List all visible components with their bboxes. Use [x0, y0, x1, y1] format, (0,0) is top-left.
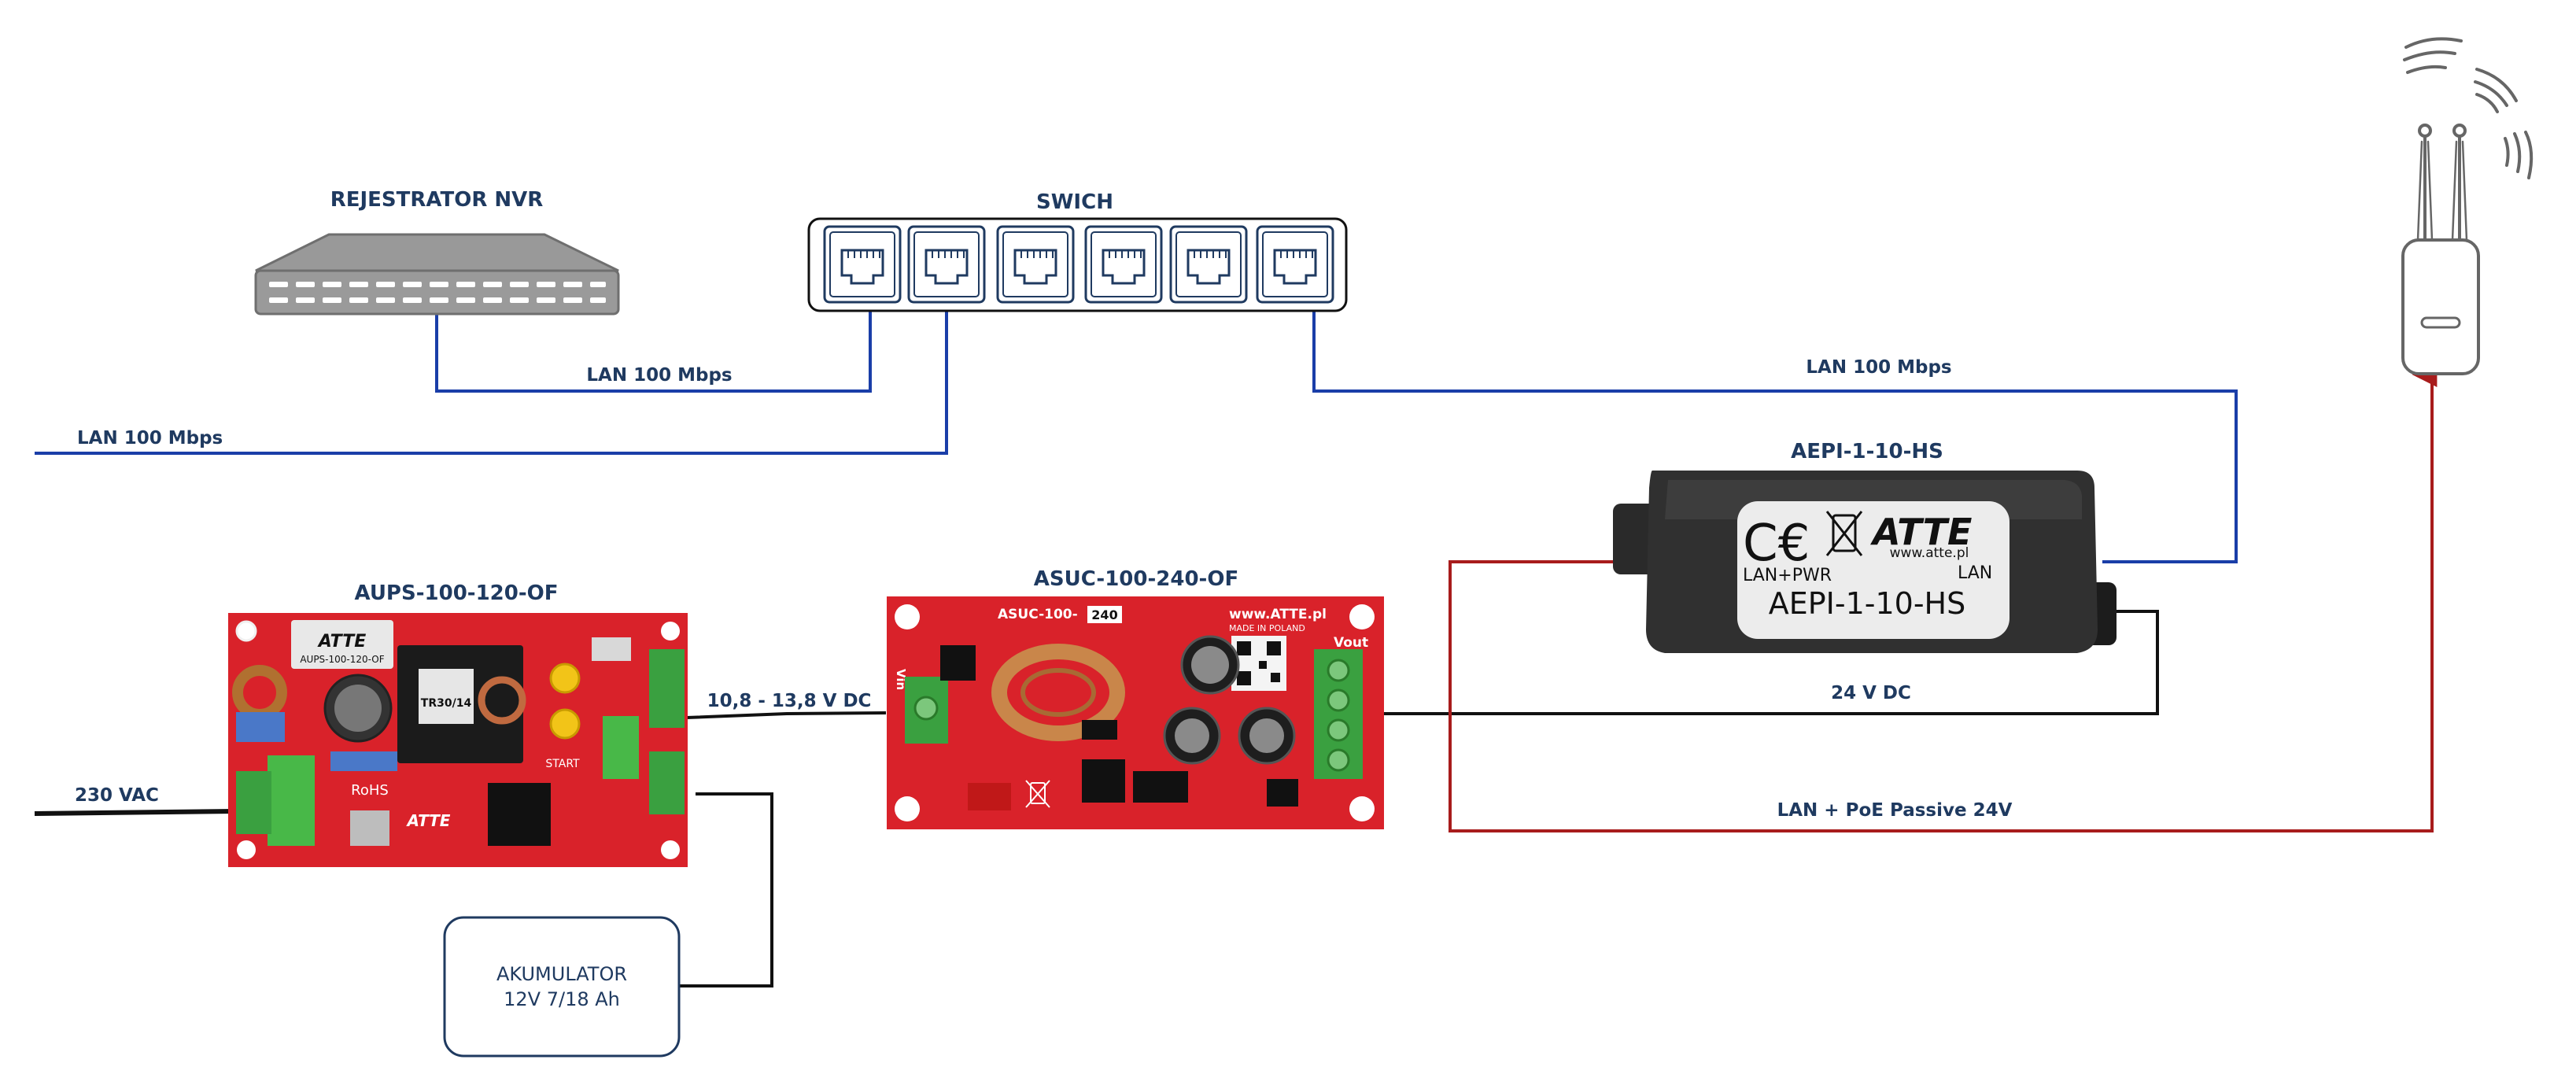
battery-box: AKUMULATOR 12V 7/18 Ah: [443, 916, 681, 1058]
access-point-led: [2420, 316, 2461, 329]
network-switch: SWICH: [807, 190, 1348, 312]
label-lan-switch-aepi: LAN 100 Mbps: [1806, 357, 1951, 378]
label-conv-aepi: 24 V DC: [1831, 683, 1911, 703]
switch-port-2: [907, 225, 986, 304]
link-lines: [34, 309, 2438, 987]
aepi-port-left-label: LAN+PWR: [1743, 566, 1832, 585]
ce-mark-icon: C€: [1743, 515, 1810, 573]
asuc-pcb-vin: Vin: [894, 669, 908, 690]
aups-pcb-brand: ATTE: [317, 632, 366, 652]
asuc-pcb-url: www.ATTE.pl: [1229, 607, 1327, 622]
label-lan-uplink: LAN 100 Mbps: [77, 428, 223, 449]
power-line-mains: [34, 809, 235, 816]
asuc-pcb-made: MADE IN POLAND: [1229, 623, 1305, 633]
aups-board: AUPS-100-120-OF AUPS-100-120-OF ATTE TR3…: [228, 581, 688, 867]
wireless-access-point: [2401, 37, 2534, 375]
asuc-pcb-model: ASUC-100-: [998, 607, 1078, 622]
battery-line1: AKUMULATOR: [496, 963, 627, 985]
nvr-top-face: [255, 233, 619, 272]
nvr-vents: [269, 282, 606, 303]
aups-pcb-rohs: RoHS: [351, 782, 389, 799]
switch-port-3: [996, 225, 1075, 304]
nvr-front-face: [254, 269, 620, 316]
aups-pcb-start: START: [545, 758, 580, 770]
aepi-label-url: www.atte.pl: [1890, 545, 1969, 561]
asuc-pcb-model-suffix: 240: [1091, 607, 1117, 622]
asuc-title: ASUC-100-240-OF: [1034, 567, 1238, 591]
aepi-label-sticker: [1737, 501, 2010, 639]
battery-line2: 12V 7/18 Ah: [504, 988, 620, 1010]
aups-pcb-transformer: TR30/14: [421, 697, 472, 710]
label-poe: LAN + PoE Passive 24V: [1777, 800, 2013, 821]
aepi-port-right-label: LAN: [1958, 563, 1992, 583]
lan-line-uplink: [35, 309, 948, 455]
asuc-weee-icon: [1025, 780, 1050, 808]
switch-title: SWICH: [1036, 190, 1113, 214]
switch-port-4: [1084, 225, 1163, 304]
nvr-recorder: REJESTRATOR NVR: [254, 188, 620, 316]
aepi-model-label: AEPI-1-10-HS: [1769, 586, 1966, 621]
switch-port-6: [1256, 225, 1334, 304]
link-labels: LAN 100 Mbps LAN 100 Mbps LAN 100 Mbps 2…: [75, 357, 2013, 821]
aepi-injector: AEPI-1-10-HS C€ ATTE www.atte.pl LAN+PWR…: [1613, 440, 2117, 653]
power-line-battery: [678, 792, 773, 987]
power-line-conv-aepi: [1384, 610, 2159, 715]
switch-port-1: [823, 225, 902, 304]
wifi-waves-icon: [2403, 37, 2534, 179]
aepi-title: AEPI-1-10-HS: [1791, 440, 1943, 463]
poe-line: [1449, 362, 2438, 832]
asuc-board: ASUC-100-240-OF ASUC-100- 240 www.ATTE.p…: [887, 567, 1384, 829]
battery-body: [443, 916, 681, 1058]
power-line-ups-conv: [686, 711, 887, 719]
access-point-body: [2401, 238, 2480, 375]
lan-line-switch-aepi: [1312, 309, 2238, 563]
asuc-pcb-vout: Vout: [1334, 635, 1368, 651]
nvr-title: REJESTRATOR NVR: [330, 188, 544, 212]
label-mains: 230 VAC: [75, 785, 159, 806]
switch-port-5: [1169, 225, 1248, 304]
label-lan-nvr-switch: LAN 100 Mbps: [586, 365, 732, 386]
aups-pcb-brand-2: ATTE: [406, 811, 451, 830]
aepi-brand-logo: ATTE: [1870, 511, 1972, 553]
label-ups-conv: 10,8 - 13,8 V DC: [707, 691, 872, 711]
lan-line-nvr-switch: [435, 309, 872, 393]
aups-pcb-model: AUPS-100-120-OF: [300, 654, 384, 665]
weee-bin-icon: [1825, 511, 1863, 556]
aups-title: AUPS-100-120-OF: [355, 581, 559, 605]
